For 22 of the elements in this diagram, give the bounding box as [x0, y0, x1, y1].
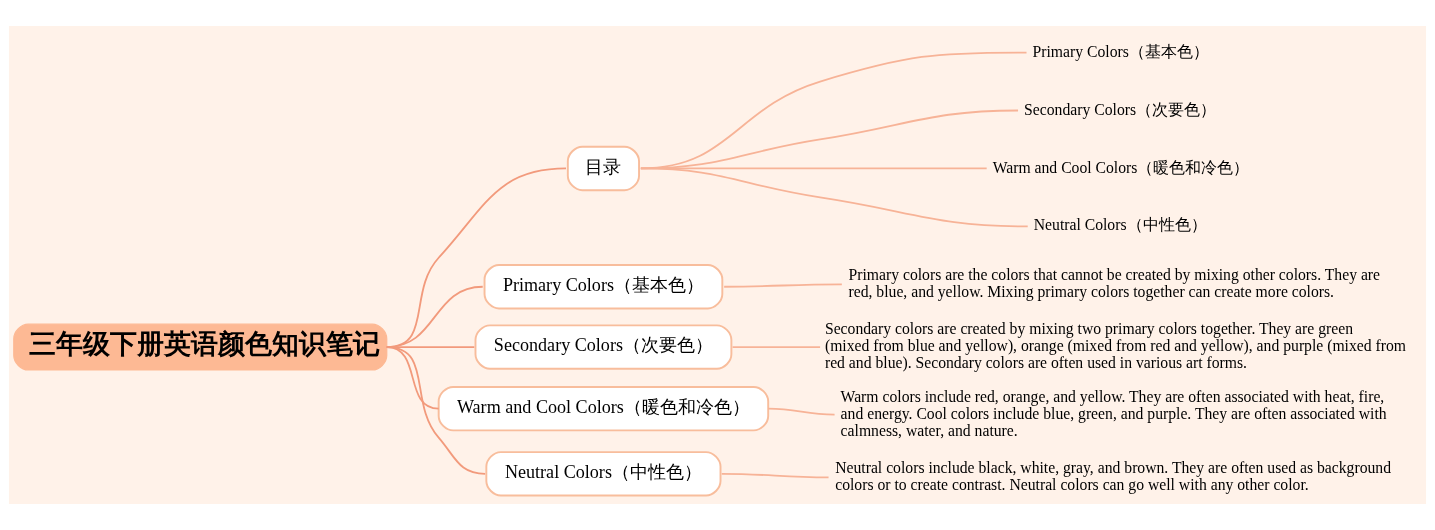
node-box: Secondary Colors（次要色） [474, 324, 733, 370]
connector [639, 167, 1029, 228]
node-text: Primary colors are the colors that cannot be created by mixing other colors. They are red, blue, and yellow. Mixing primary colors together can create more colors. [848, 265, 1381, 300]
node-text: Warm and Cool Colors（暖色和冷色） [992, 158, 1250, 176]
node-box: Neutral Colors（中性色） [485, 451, 722, 497]
node-text: Primary Colors（基本色） [1032, 42, 1209, 60]
node-box: Warm and Cool Colors（暖色和冷色） [437, 385, 770, 432]
connector [731, 346, 821, 348]
connector [385, 346, 487, 475]
connector [639, 109, 1019, 170]
connector [720, 472, 830, 479]
connector [723, 283, 843, 288]
connector [767, 407, 836, 416]
node-text: Neutral Colors（中性色） [1033, 216, 1207, 234]
node-box: 三年级下册英语颜色知识笔记 [13, 323, 388, 371]
node-text: Secondary Colors（次要色） [1024, 100, 1217, 118]
node-text: Secondary colors are created by mixing two primary colors together. They are green (mixed from blue and yellow), orange (mixed from red and yellow), and purple (mixed from red and blue). Secondary colors are often used in various art forms. [824, 320, 1407, 372]
node-text: Neutral colors include black, white, gray, and brown. They are often used as background colors or to create contrast. Neutral colors can go well with any other color. [835, 459, 1392, 493]
connector [639, 51, 1028, 170]
node-text: Warm colors include red, orange, and yellow. They are often associated with heat, fire, and energy. Cool colors include blue, green, and purple. They are often associated with calmness, water, and nature. [840, 387, 1387, 439]
node-box: Primary Colors（基本色） [483, 264, 724, 310]
node-box: 目录 [566, 145, 640, 192]
